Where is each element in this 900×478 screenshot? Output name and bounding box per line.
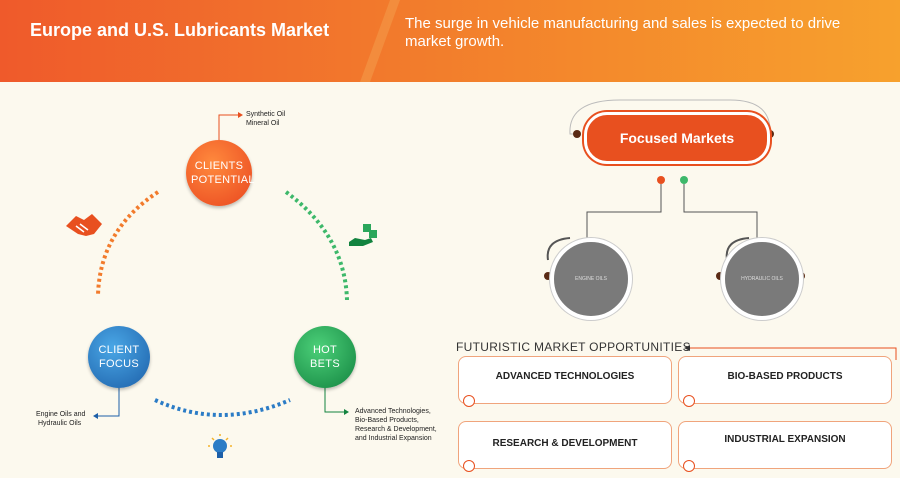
client-focus-label: CLIENT FOCUS (98, 344, 140, 370)
client-focus-note: Engine Oils and Hydraulic Oils (36, 410, 85, 428)
note-hydraulic-oils: Hydraulic Oils (38, 420, 82, 427)
note-mineral-oil: Mineral Oil (246, 120, 280, 127)
opportunity-label: INDUSTRIAL EXPANSION (724, 434, 846, 445)
pointer-focus (98, 388, 120, 417)
note-bio-based: Bio-Based Products, (355, 417, 419, 424)
arc-orange (96, 190, 160, 296)
clients-potential-node: CLIENTS POTENTIAL (186, 140, 255, 206)
engine-oils-circle: ENGINE OILS (550, 238, 632, 320)
arc-blue (154, 398, 291, 417)
hydraulic-oils-circle: HYDRAULIC OILS (721, 238, 803, 320)
page-title: Europe and U.S. Lubricants Market (30, 20, 330, 40)
money-hand-icon (349, 224, 377, 246)
client-focus-node: CLIENT FOCUS (88, 326, 150, 388)
opportunity-research-development: RESEARCH & DEVELOPMENT (458, 421, 672, 472)
opportunity-label: ADVANCED TECHNOLOGIES (495, 371, 635, 382)
note-industrial-expansion: and Industrial Expansion (355, 435, 432, 442)
arc-green (284, 190, 349, 301)
hydraulic-oils-label: HYDRAULIC OILS (741, 276, 783, 282)
hot-bets-node: HOT BETS (294, 326, 356, 388)
note-advanced-technologies: Advanced Technologies, (355, 408, 431, 415)
lightbulb-icon (208, 434, 232, 458)
clients-potential-label: CLIENTS POTENTIAL (191, 160, 255, 186)
note-engine-oils: Engine Oils and (36, 411, 86, 418)
header-divider (360, 0, 400, 82)
focused-markets-pill: Focused Markets (584, 112, 770, 164)
opportunity-advanced-technologies: ADVANCED TECHNOLOGIES (458, 356, 672, 407)
pointer-potential (218, 114, 238, 140)
opportunity-dot (683, 395, 695, 407)
opportunity-dot (463, 460, 475, 472)
engine-oils-label: ENGINE OILS (575, 276, 607, 282)
opportunity-bio-based: BIO-BASED PRODUCTS (678, 356, 892, 407)
opportunity-label: RESEARCH & DEVELOPMENT (492, 438, 638, 449)
opportunity-industrial-expansion: INDUSTRIAL EXPANSION (678, 421, 892, 472)
header-banner (0, 0, 900, 82)
clients-potential-note: Synthetic Oil Mineral Oil (246, 110, 285, 128)
opportunity-label: BIO-BASED PRODUCTS (727, 371, 843, 382)
page-subtitle: The surge in vehicle manufacturing and s… (405, 15, 841, 50)
opportunity-dot (463, 395, 475, 407)
hot-bets-label: HOT BETS (310, 344, 340, 370)
opportunities-title: FUTURISTIC MARKET OPPORTUNITIES (456, 340, 691, 354)
pointer-hot (324, 388, 344, 413)
note-synthetic-oil: Synthetic Oil (246, 111, 286, 118)
handshake-icon (66, 214, 102, 236)
hot-bets-note: Advanced Technologies, Bio-Based Product… (355, 407, 437, 443)
note-rnd: Research & Development, (355, 426, 437, 433)
opportunity-dot (683, 460, 695, 472)
